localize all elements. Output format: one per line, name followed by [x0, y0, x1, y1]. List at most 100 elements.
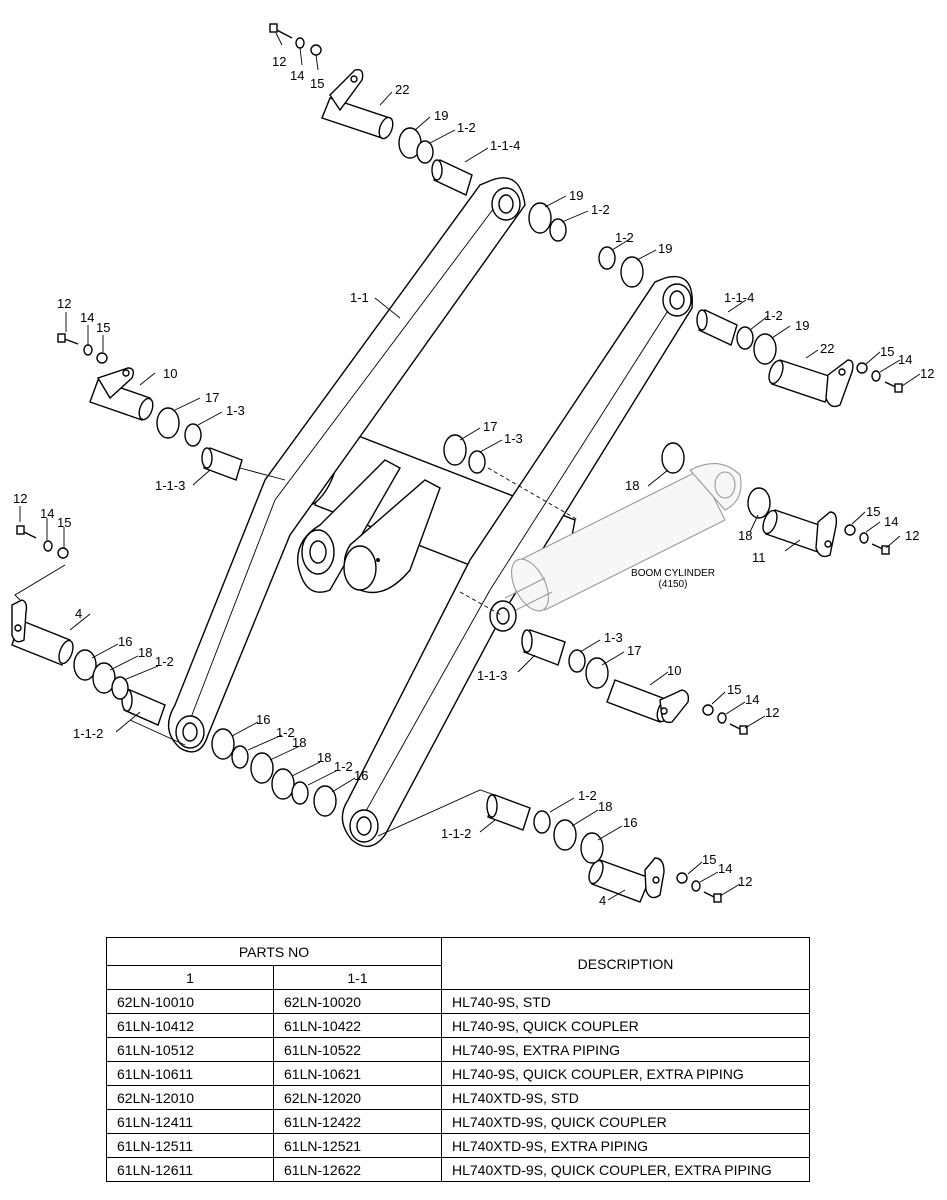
callout-label: 19	[658, 241, 672, 256]
guide-lines	[459, 467, 579, 617]
callout-label: 16	[354, 768, 368, 783]
callout-label: 10	[163, 366, 177, 381]
callout-label: 18	[625, 478, 639, 493]
description-cell: HL740-9S, QUICK COUPLER	[441, 1013, 810, 1038]
callout-label: 18	[138, 645, 152, 660]
col-1-1-header: 1-1	[273, 965, 442, 990]
part-no-1-cell: 61LN-12411	[106, 1109, 274, 1134]
part-no-1-cell: 61LN-10611	[106, 1061, 274, 1086]
callout-label: 14	[290, 68, 304, 83]
callout-label: 4	[599, 893, 606, 908]
pin-10-left	[89, 367, 154, 421]
pin-11	[762, 509, 838, 558]
callout-label: 18	[738, 528, 752, 543]
callout-label: 10	[667, 663, 681, 678]
callout-label: 1-2	[591, 202, 610, 217]
part-no-1-1-cell: 61LN-10621	[273, 1061, 442, 1086]
bellcrank-brackets	[296, 459, 441, 594]
callout-label: 1-1-4	[490, 138, 520, 153]
part-no-1-1-cell: 61LN-10522	[273, 1037, 442, 1062]
callout-label: 1-1-4	[724, 290, 754, 305]
callout-label: 17	[205, 390, 219, 405]
callout-label: 19	[569, 188, 583, 203]
callout-label: 14	[40, 506, 54, 521]
description-cell: HL740-9S, EXTRA PIPING	[441, 1037, 810, 1062]
callout-label: 18	[598, 799, 612, 814]
part-no-1-1-cell: 62LN-10020	[273, 989, 442, 1014]
callout-label: 1-3	[604, 630, 623, 645]
callout-label: 15	[866, 504, 880, 519]
left-boom-arm	[167, 177, 526, 753]
callout-label: 14	[898, 352, 912, 367]
boom-cylinder	[489, 463, 742, 632]
part-no-1-1-cell: 61LN-10422	[273, 1013, 442, 1038]
callout-label: 4	[75, 606, 82, 621]
callout-label: 1-3	[504, 431, 523, 446]
callout-label: 1-2	[276, 725, 295, 740]
callout-label: 17	[483, 419, 497, 434]
part-no-1-1-cell: 61LN-12622	[273, 1157, 442, 1182]
description-cell: HL740XTD-9S, QUICK COUPLER	[441, 1109, 810, 1134]
callout-label: 12	[57, 296, 71, 311]
fasteners	[16, 23, 903, 903]
callout-label: 1-1-3	[477, 668, 507, 683]
part-no-1-1-cell: 61LN-12521	[273, 1133, 442, 1158]
callout-label: 1-2	[615, 230, 634, 245]
callout-label: 14	[718, 861, 732, 876]
callout-label: 1-1	[350, 290, 369, 305]
callout-label: 15	[57, 515, 71, 530]
boom-cylinder-ref: (4150)	[659, 579, 688, 590]
pin-10-right	[606, 679, 690, 724]
callout-label: 1-1-2	[441, 826, 471, 841]
description-cell: HL740-9S, STD	[441, 989, 810, 1014]
callout-label: 14	[884, 514, 898, 529]
callout-label: 17	[627, 643, 641, 658]
boom-exploded-diagram: 12141522191-21-1-4191-21-2191-1-41-21922…	[11, 23, 934, 908]
callout-label: 12	[765, 705, 779, 720]
callout-label: 19	[795, 318, 809, 333]
callout-label: 1-2	[155, 654, 174, 669]
callout-label: 14	[80, 310, 94, 325]
callout-label: 16	[118, 634, 132, 649]
callout-label: 22	[395, 82, 409, 97]
callout-label: 12	[920, 366, 934, 381]
callout-label: 1-1-2	[73, 726, 103, 741]
leader-lines	[19, 32, 921, 901]
callout-label: 11	[752, 550, 766, 565]
callout-label: 12	[13, 491, 27, 506]
callout-label: 19	[434, 108, 448, 123]
callout-label: 22	[820, 341, 834, 356]
pin-22-right	[768, 359, 854, 408]
callout-label: 15	[96, 320, 110, 335]
callout-label: 15	[727, 682, 741, 697]
part-no-1-cell: 61LN-10412	[106, 1013, 274, 1038]
description-cell: HL740XTD-9S, EXTRA PIPING	[441, 1133, 810, 1158]
part-no-1-cell: 61LN-10512	[106, 1037, 274, 1062]
callout-label: 12	[905, 528, 919, 543]
callout-label: 15	[702, 852, 716, 867]
callout-label: 18	[317, 750, 331, 765]
callout-label: 12	[738, 874, 752, 889]
part-no-1-1-cell: 61LN-12422	[273, 1109, 442, 1134]
description-cell: HL740-9S, QUICK COUPLER, EXTRA PIPING	[441, 1061, 810, 1086]
callout-label: 1-2	[334, 759, 353, 774]
part-no-1-1-cell: 62LN-12020	[273, 1085, 442, 1110]
description-cell: HL740XTD-9S, STD	[441, 1085, 810, 1110]
callout-label: 1-3	[226, 403, 245, 418]
callout-label: 1-2	[457, 120, 476, 135]
pin-22-top	[321, 69, 394, 140]
description-cell: HL740XTD-9S, QUICK COUPLER, EXTRA PIPING	[441, 1157, 810, 1182]
callout-label: 1-1-3	[155, 478, 185, 493]
callout-label: 16	[623, 815, 637, 830]
callout-label: 18	[292, 735, 306, 750]
